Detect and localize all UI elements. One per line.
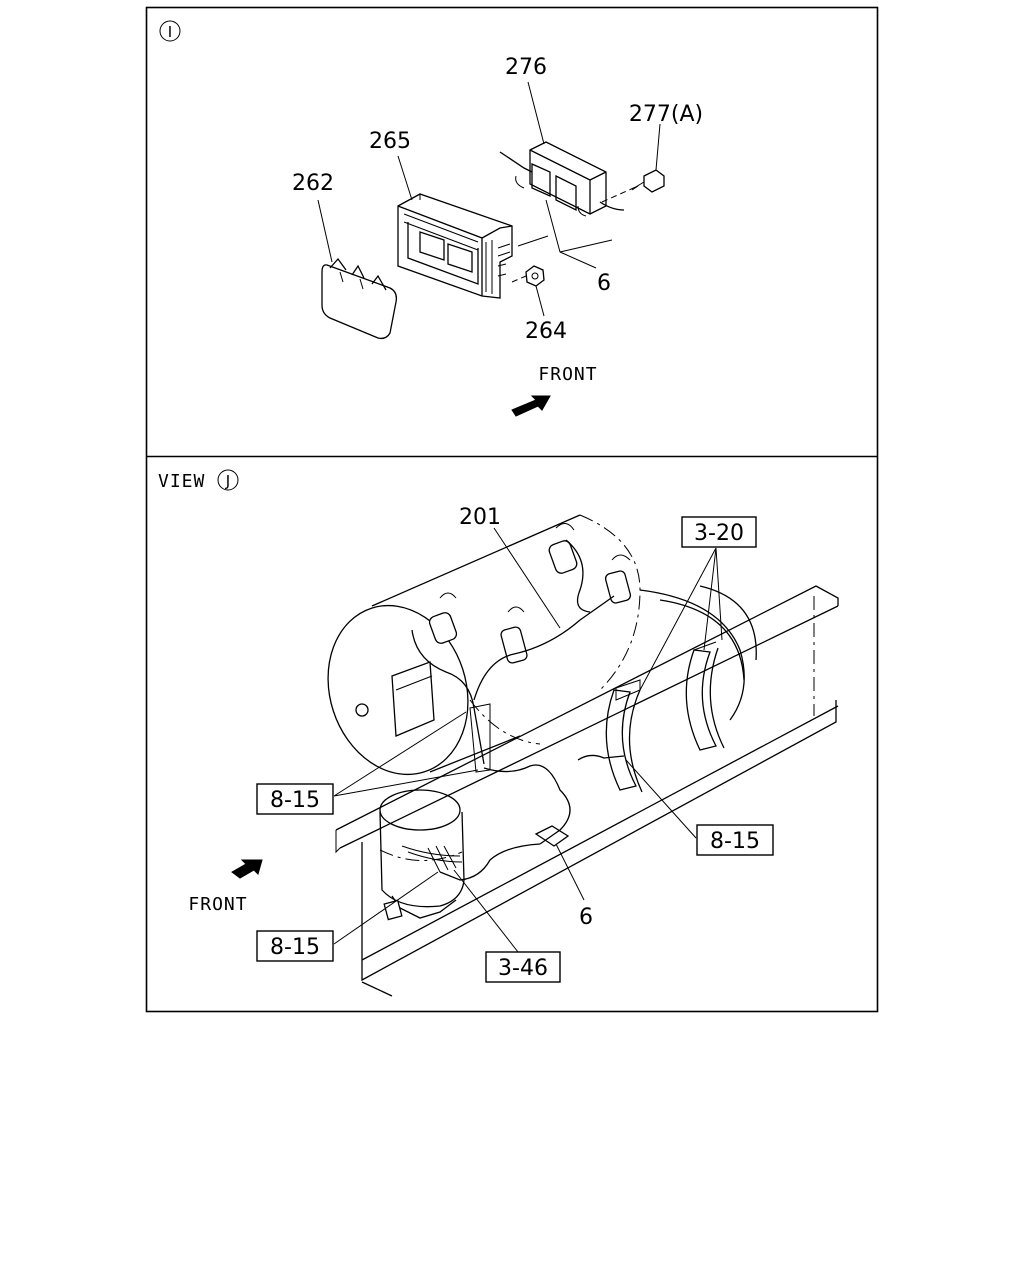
screw-axis bbox=[601, 185, 639, 203]
leader-201 bbox=[493, 527, 561, 629]
ref-3-20: 3-20 bbox=[694, 521, 744, 546]
wire-link-i bbox=[517, 235, 549, 247]
panel-j: VIEW J bbox=[158, 469, 839, 997]
leader-264 bbox=[535, 285, 545, 317]
ref-box-8-15-c bbox=[256, 930, 334, 962]
view-label: VIEW bbox=[158, 471, 205, 492]
front-label-i: FRONT bbox=[538, 364, 597, 385]
callout-262: 262 bbox=[292, 171, 334, 196]
callout-265: 265 bbox=[369, 129, 411, 154]
ref-box-3-20 bbox=[681, 516, 757, 548]
leader-262 bbox=[317, 199, 333, 263]
nut-axis bbox=[511, 275, 527, 283]
ref-box-8-15-a bbox=[256, 783, 334, 815]
part-262-bracket bbox=[321, 257, 398, 340]
ref-8-15-c: 8-15 bbox=[270, 935, 320, 960]
part-276-relay bbox=[499, 141, 625, 217]
ref-8-15-b: 8-15 bbox=[710, 829, 760, 854]
leader-6-i bbox=[545, 199, 613, 269]
leader-265 bbox=[397, 155, 413, 201]
ref-box-8-15-b bbox=[696, 824, 774, 856]
part-264-nut bbox=[525, 265, 545, 287]
ref-3-46-group: 3-46 bbox=[453, 869, 561, 983]
ref-box-3-46 bbox=[485, 951, 561, 983]
callout-276: 276 bbox=[505, 55, 547, 80]
panel-i-marker-circle bbox=[159, 20, 181, 42]
panel-i-marker: I bbox=[168, 23, 172, 41]
part-265-relay-box bbox=[397, 193, 513, 299]
panel-j-marker: J bbox=[225, 472, 230, 490]
chassis-frame-rail bbox=[335, 585, 839, 997]
panel-j-marker-circle bbox=[217, 469, 239, 491]
part-277-screw bbox=[631, 169, 665, 193]
leader-277 bbox=[655, 123, 661, 171]
ref-8-15-b-group: 8-15 bbox=[625, 759, 774, 856]
ref-3-46: 3-46 bbox=[498, 956, 548, 981]
ref-8-15-a-group: 8-15 bbox=[256, 711, 479, 815]
callout-277: 277(A) bbox=[629, 102, 703, 127]
panel-i: I 262 265 bbox=[159, 20, 703, 417]
front-label-j: FRONT bbox=[188, 894, 247, 915]
front-arrow-j bbox=[231, 859, 263, 879]
leader-276 bbox=[527, 81, 545, 145]
tank-straps bbox=[605, 585, 757, 793]
ref-8-15-c-group: 8-15 bbox=[256, 871, 439, 962]
air-tank bbox=[327, 514, 641, 776]
callout-6-j: 6 bbox=[579, 905, 593, 930]
wire-harness-201 bbox=[411, 539, 625, 881]
reservoir-tank bbox=[379, 789, 465, 921]
harness-connectors bbox=[428, 523, 632, 664]
callout-6-i: 6 bbox=[597, 271, 611, 296]
ref-3-20-group: 3-20 bbox=[639, 516, 757, 691]
leader-6-j bbox=[555, 843, 585, 901]
front-arrow-i bbox=[511, 395, 551, 417]
ref-8-15-a: 8-15 bbox=[270, 788, 320, 813]
diagram-frame bbox=[145, 6, 879, 1013]
callout-201: 201 bbox=[459, 505, 501, 530]
callout-264: 264 bbox=[525, 319, 567, 344]
